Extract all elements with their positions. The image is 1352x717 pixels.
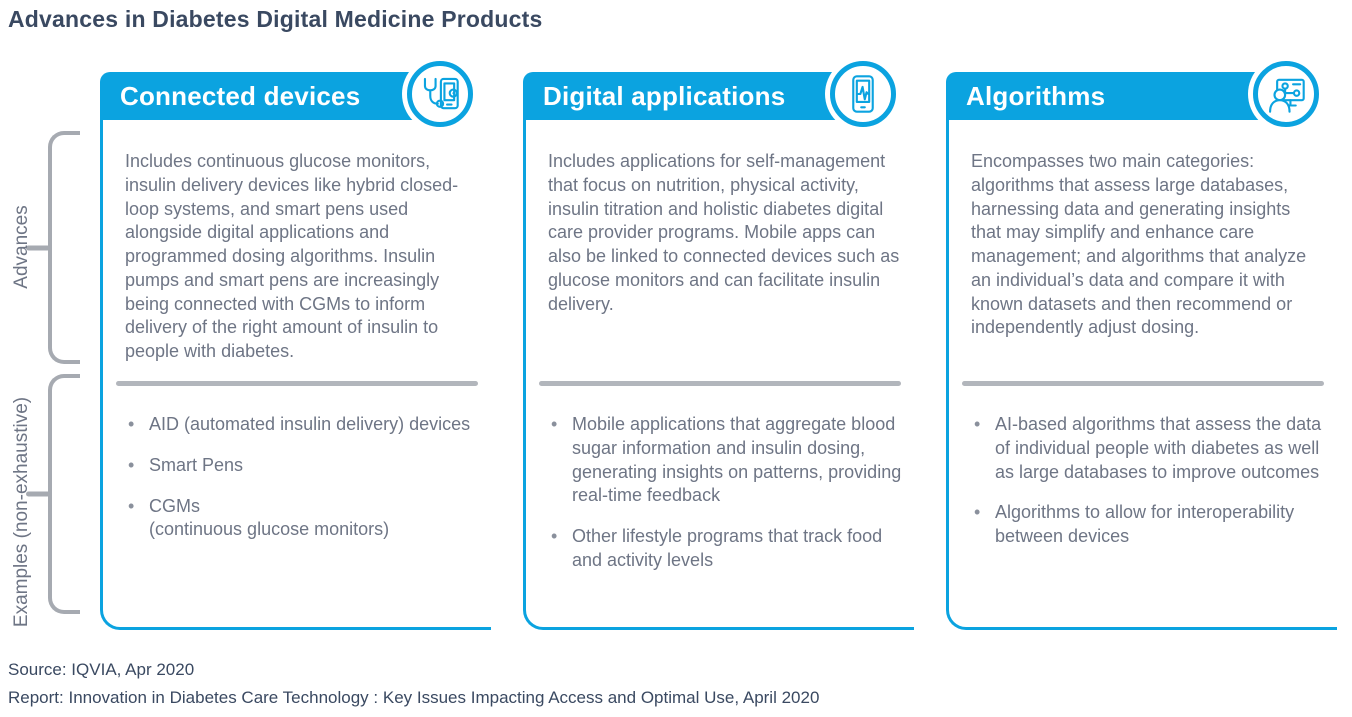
card-connected-devices: Connected devices Includes continuous gl…: [100, 61, 491, 630]
card-body: Includes applications for self-managemen…: [523, 120, 914, 630]
card-title: Digital applications: [543, 80, 786, 111]
card-digital-applications: Digital applications Includes applicatio…: [523, 61, 914, 630]
card-body: Encompasses two main categories: algorit…: [946, 120, 1337, 630]
examples-list: AI-based algorithms that assess the data…: [949, 413, 1337, 549]
example-item: AI-based algorithms that assess the data…: [949, 413, 1337, 484]
heartbeat-phone-icon: [830, 61, 896, 127]
stethoscope-phone-icon: [407, 61, 473, 127]
card-algorithms: Algorithms Encompasses two main categori…: [946, 61, 1337, 630]
card-title: Connected devices: [120, 80, 361, 111]
divider: [962, 381, 1324, 386]
page-title: Advances in Diabetes Digital Medicine Pr…: [8, 6, 543, 32]
row-label-examples: Examples (non-exhaustive): [11, 396, 32, 628]
examples-bracket-nub: [26, 491, 50, 497]
card-description: Includes applications for self-managemen…: [548, 151, 900, 314]
row-label-advances: Advances: [11, 205, 32, 289]
examples-bracket: [26, 374, 80, 614]
card-description: Encompasses two main categories: algorit…: [971, 151, 1307, 338]
example-item: AID (automated insulin delivery) devices: [103, 413, 491, 437]
examples-list: AID (automated insulin delivery) devices…: [103, 413, 491, 542]
card-title: Algorithms: [966, 80, 1106, 111]
example-item: CGMs (continuous glucose monitors): [103, 495, 491, 543]
examples-list: Mobile applications that aggregate blood…: [526, 413, 914, 573]
example-item: Other lifestyle programs that track food…: [526, 525, 914, 573]
source-line: Source: IQVIA, Apr 2020: [8, 660, 195, 679]
report-line: Report: Innovation in Diabetes Care Tech…: [8, 688, 820, 707]
example-item: Algorithms to allow for interoperability…: [949, 501, 1337, 549]
person-data-screen-icon: [1253, 61, 1319, 127]
card-description: Includes continuous glucose monitors, in…: [125, 151, 459, 361]
divider: [539, 381, 901, 386]
example-item: Mobile applications that aggregate blood…: [526, 413, 914, 508]
card-body: Includes continuous glucose monitors, in…: [100, 120, 491, 630]
advances-bracket: [26, 131, 80, 364]
example-item: Smart Pens: [103, 454, 491, 478]
divider: [116, 381, 478, 386]
advances-bracket-nub: [26, 245, 50, 250]
